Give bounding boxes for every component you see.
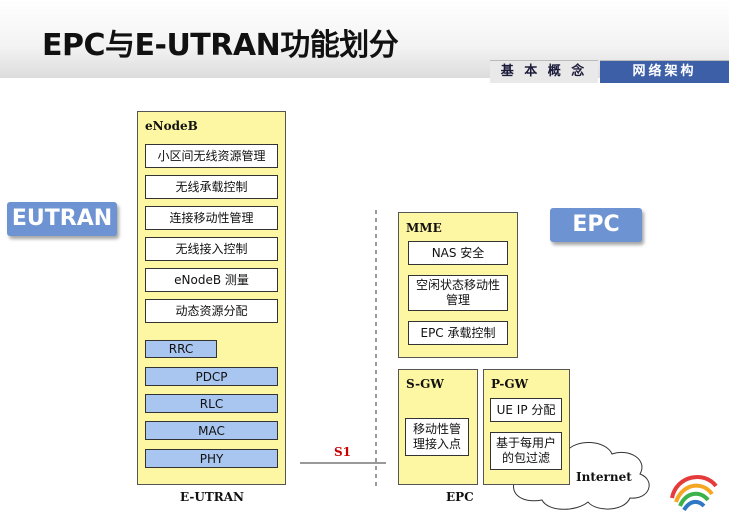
enodeb-function-connection-mobility: 连接移动性管理: [145, 206, 278, 230]
mme-function-epc-bearer-control: EPC 承载控制: [408, 321, 508, 345]
mme-title: MME: [406, 221, 442, 235]
pgw-function-ue-ip-allocation: UE IP 分配: [490, 398, 562, 422]
tab-basic-concepts[interactable]: 基 本 概 念: [490, 60, 598, 83]
enodeb-function-measurement: eNodeB 测量: [145, 268, 278, 292]
eutran-label: EUTRAN: [7, 202, 117, 236]
mme-function-idle-mobility: 空闲状态移动性管理: [408, 275, 508, 311]
page-title: EPC与E-UTRAN功能划分: [42, 28, 399, 63]
layer-rrc: RRC: [145, 340, 217, 358]
pgw-function-per-user-packet-filtering: 基于每用户的包过滤: [490, 432, 562, 470]
internet-label: Internet: [576, 470, 632, 484]
enodeb-function-radio-admission-control: 无线接入控制: [145, 237, 278, 261]
layer-rlc: RLC: [145, 394, 278, 413]
enodeb-function-dynamic-resource-allocation: 动态资源分配: [145, 299, 278, 323]
company-logo-icon: [670, 475, 718, 512]
enodeb-title: eNodeB: [145, 119, 198, 133]
tab-network-architecture[interactable]: 网络架构: [600, 60, 729, 83]
epc-caption: EPC: [446, 490, 474, 504]
sgw-function-mobility-anchor: 移动性管理接入点: [405, 418, 469, 456]
enodeb-function-radio-bearer-control: 无线承载控制: [145, 175, 278, 199]
mme-function-nas-security: NAS 安全: [408, 241, 508, 265]
epc-label: EPC: [550, 208, 642, 242]
layer-phy: PHY: [145, 449, 278, 468]
layer-pdcp: PDCP: [145, 367, 278, 386]
eutran-caption: E-UTRAN: [180, 490, 244, 504]
sgw-title: S-GW: [406, 377, 444, 391]
s1-interface-label: S1: [334, 445, 352, 459]
enodeb-function-inter-cell-rrm: 小区间无线资源管理: [145, 144, 278, 168]
pgw-title: P-GW: [491, 377, 529, 391]
layer-mac: MAC: [145, 421, 278, 440]
